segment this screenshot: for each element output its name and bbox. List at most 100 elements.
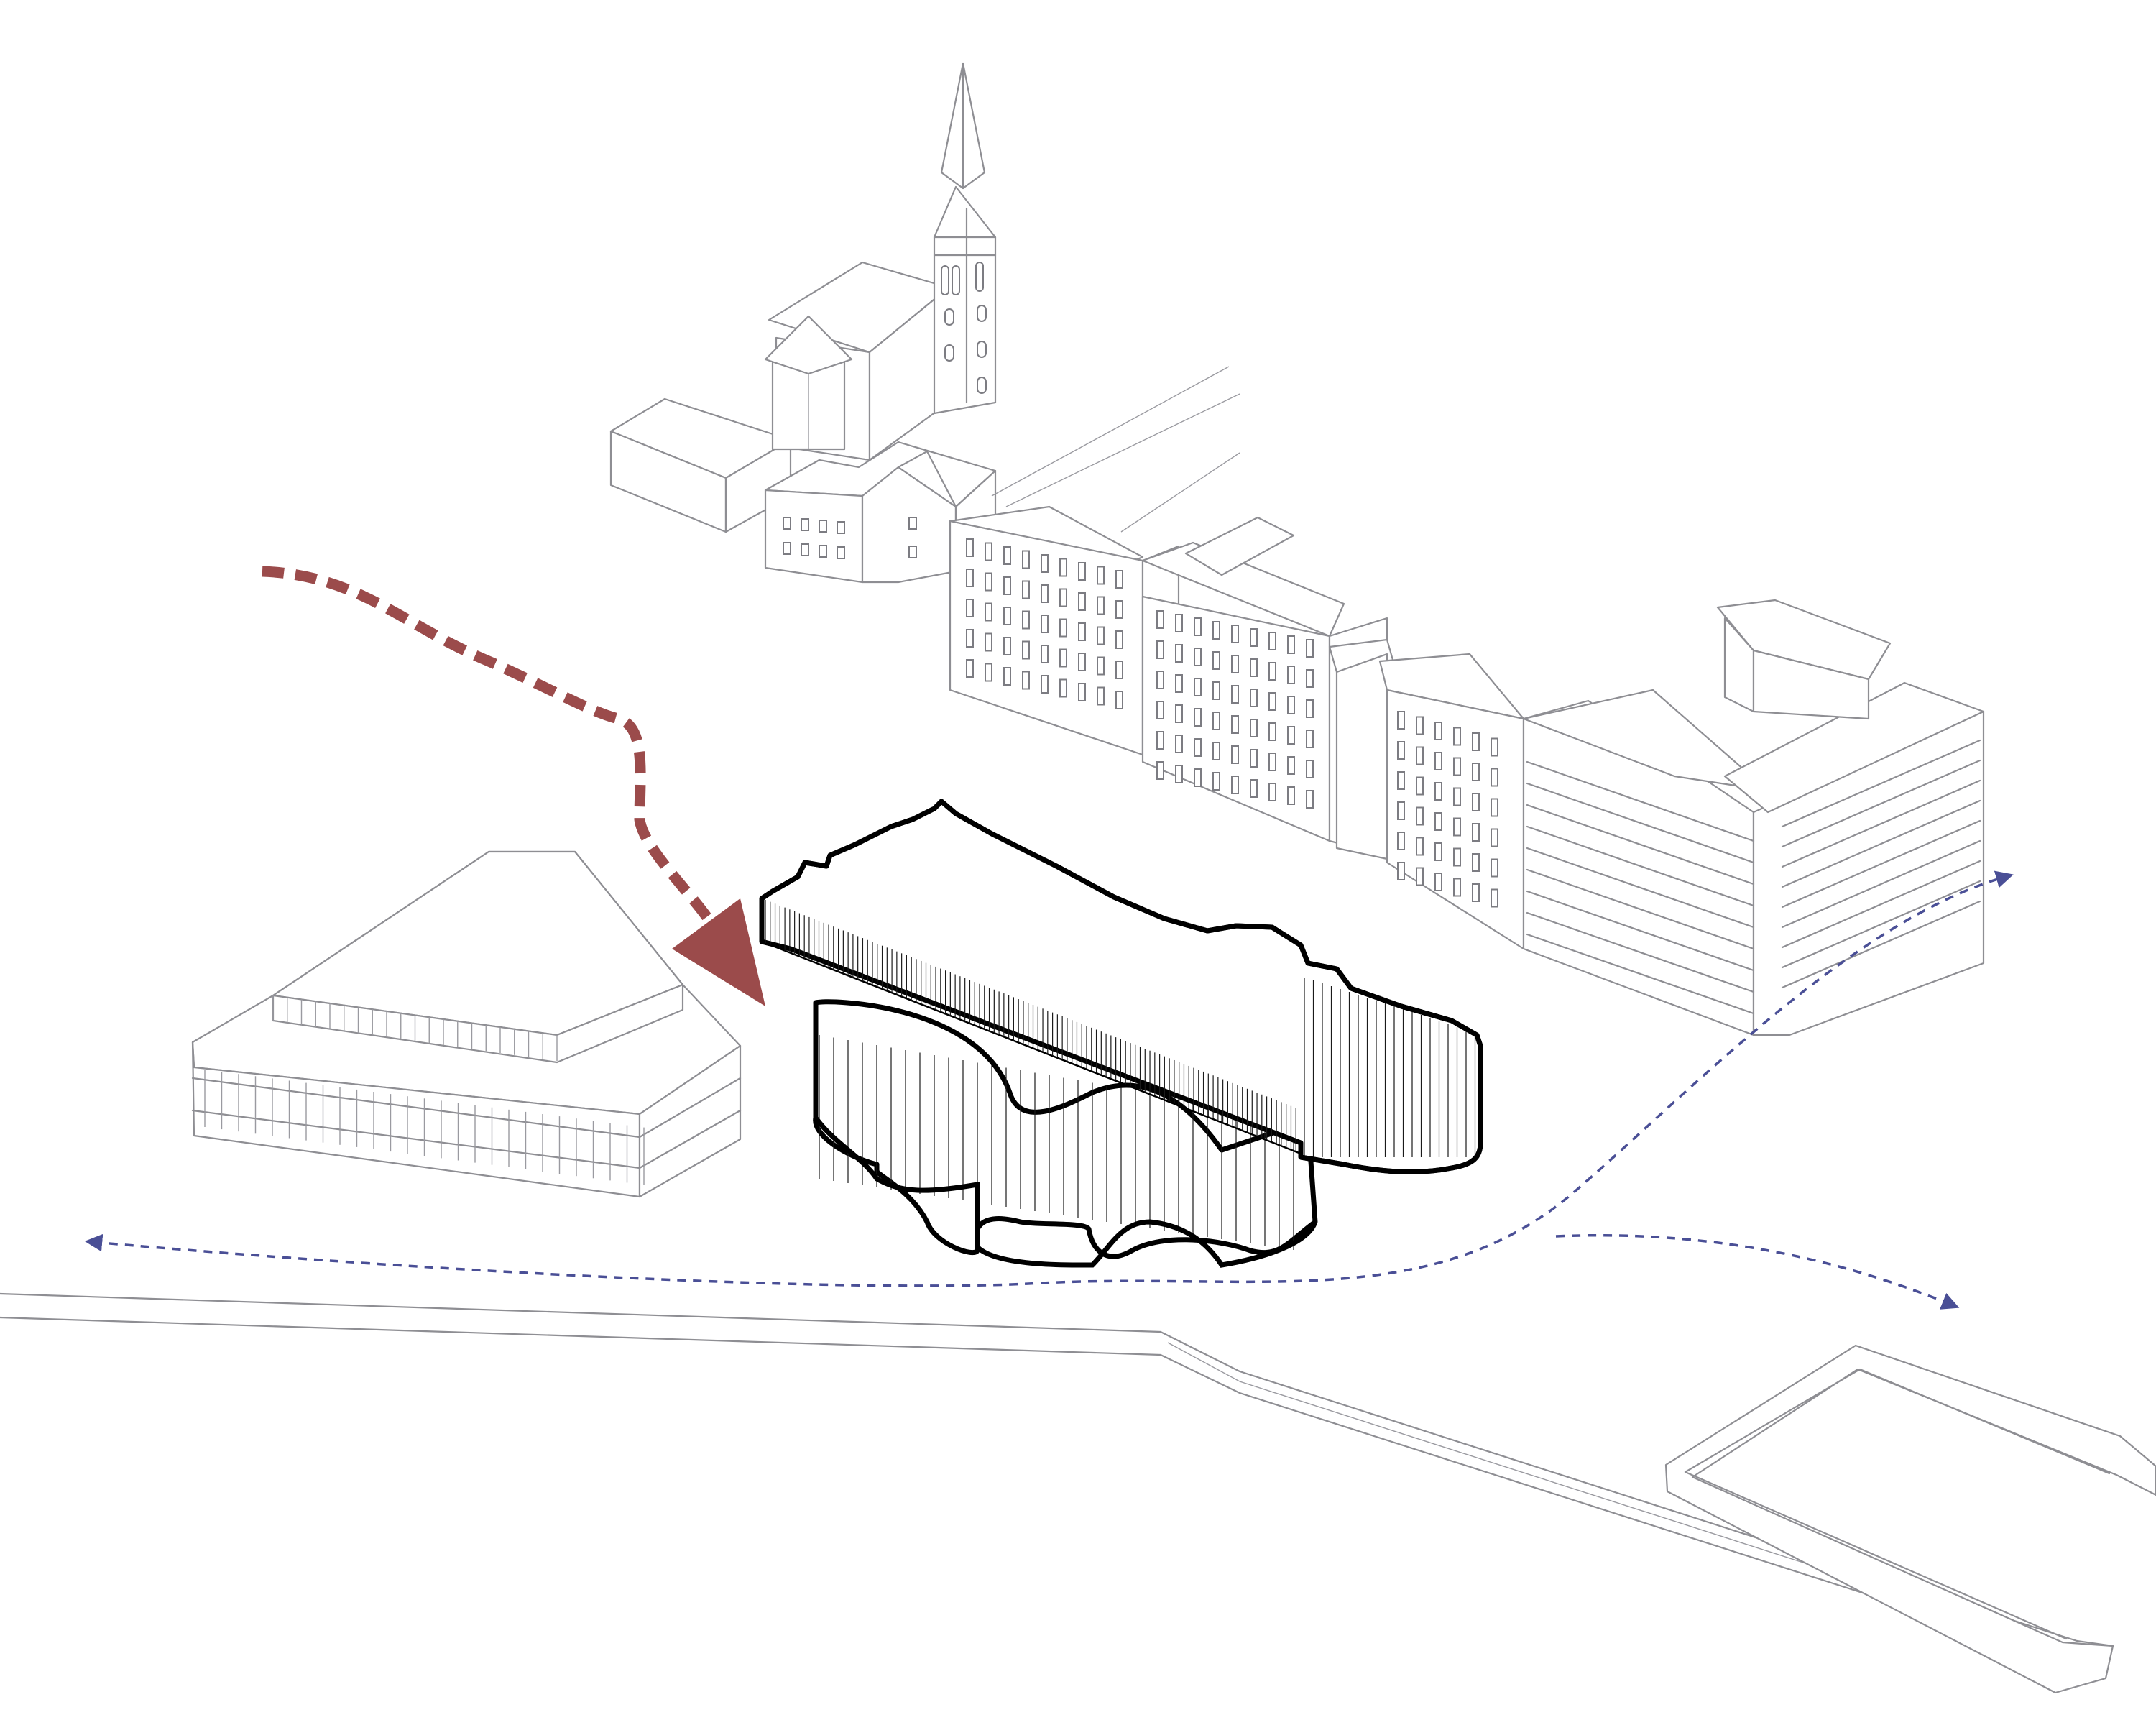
- window: [985, 542, 992, 561]
- window: [1287, 726, 1295, 745]
- window: [1212, 712, 1220, 730]
- window: [1453, 757, 1461, 776]
- window: [1397, 771, 1405, 790]
- window: [1003, 607, 1011, 625]
- pool-basin: [1664, 1344, 2156, 1694]
- window: [1306, 790, 1314, 809]
- window: [1115, 661, 1123, 679]
- window: [1453, 847, 1461, 867]
- window: [966, 569, 974, 587]
- window: [1231, 625, 1239, 643]
- block-windows: [966, 538, 1981, 1015]
- window: [1194, 738, 1202, 757]
- window: [1268, 783, 1276, 801]
- window: [1059, 558, 1067, 577]
- window: [966, 599, 974, 617]
- window: [1434, 722, 1442, 740]
- window: [1453, 787, 1461, 806]
- window: [1022, 640, 1030, 660]
- new-building: [759, 799, 1483, 1268]
- window: [1059, 618, 1067, 638]
- window: [1097, 656, 1105, 676]
- window: [1175, 614, 1183, 632]
- office-band: [1526, 760, 1755, 842]
- window: [1115, 570, 1123, 589]
- window: [1268, 722, 1276, 741]
- window: [1097, 566, 1105, 585]
- window: [1078, 683, 1086, 702]
- window: [1022, 580, 1030, 599]
- window: [1022, 550, 1030, 569]
- window: [1175, 735, 1183, 753]
- window: [1268, 632, 1276, 650]
- window: [1306, 669, 1314, 688]
- window: [1115, 691, 1123, 709]
- window: [985, 663, 992, 682]
- window: [1231, 715, 1239, 734]
- window: [1416, 716, 1424, 735]
- window: [1097, 686, 1105, 706]
- church-group: [609, 62, 997, 584]
- window: [1059, 648, 1067, 668]
- window: [1194, 648, 1202, 666]
- window: [985, 632, 992, 652]
- window: [1397, 832, 1405, 850]
- window: [1434, 752, 1442, 770]
- window: [1059, 678, 1067, 698]
- window: [1416, 837, 1424, 856]
- riverbank-edge: [0, 1292, 2114, 1665]
- window: [1472, 793, 1480, 811]
- window: [1472, 883, 1480, 902]
- window: [1434, 842, 1442, 861]
- window: [1306, 730, 1314, 748]
- office-band: [1781, 779, 1981, 868]
- window: [1003, 576, 1011, 595]
- window: [1491, 888, 1498, 908]
- window: [1003, 637, 1011, 656]
- window: [1491, 858, 1498, 878]
- window: [1250, 689, 1258, 707]
- office-band: [1781, 739, 1981, 828]
- window: [966, 629, 974, 648]
- window: [1472, 823, 1480, 842]
- window: [1022, 671, 1030, 690]
- window: [1250, 749, 1258, 768]
- window: [1491, 737, 1498, 757]
- window: [1231, 745, 1239, 764]
- window: [1416, 806, 1424, 826]
- window: [1250, 628, 1258, 647]
- window: [1156, 610, 1164, 629]
- window: [1175, 765, 1183, 783]
- window: [1287, 666, 1295, 684]
- window: [1078, 622, 1086, 641]
- window: [1250, 779, 1258, 798]
- window: [1306, 760, 1314, 778]
- window: [985, 602, 992, 622]
- window: [1231, 655, 1239, 673]
- approach-arrow-line: [262, 566, 717, 927]
- window: [1250, 658, 1258, 677]
- window: [1434, 873, 1442, 891]
- window: [966, 538, 974, 557]
- window: [1041, 675, 1049, 694]
- window: [1416, 776, 1424, 796]
- window: [1003, 667, 1011, 686]
- window: [1287, 635, 1295, 654]
- window: [1434, 782, 1442, 801]
- window: [1212, 651, 1220, 670]
- window: [1397, 862, 1405, 880]
- polygonal-pavilion: [191, 850, 742, 1198]
- window: [1156, 640, 1164, 659]
- window: [1231, 685, 1239, 704]
- window: [1175, 674, 1183, 693]
- window: [1175, 704, 1183, 723]
- window: [1022, 610, 1030, 630]
- window: [1397, 801, 1405, 820]
- street-lines: [991, 366, 1240, 533]
- pedestrian-path-main: [84, 870, 2014, 1287]
- window: [1453, 817, 1461, 837]
- window: [1453, 727, 1461, 746]
- window: [1231, 776, 1239, 794]
- window: [1175, 644, 1183, 663]
